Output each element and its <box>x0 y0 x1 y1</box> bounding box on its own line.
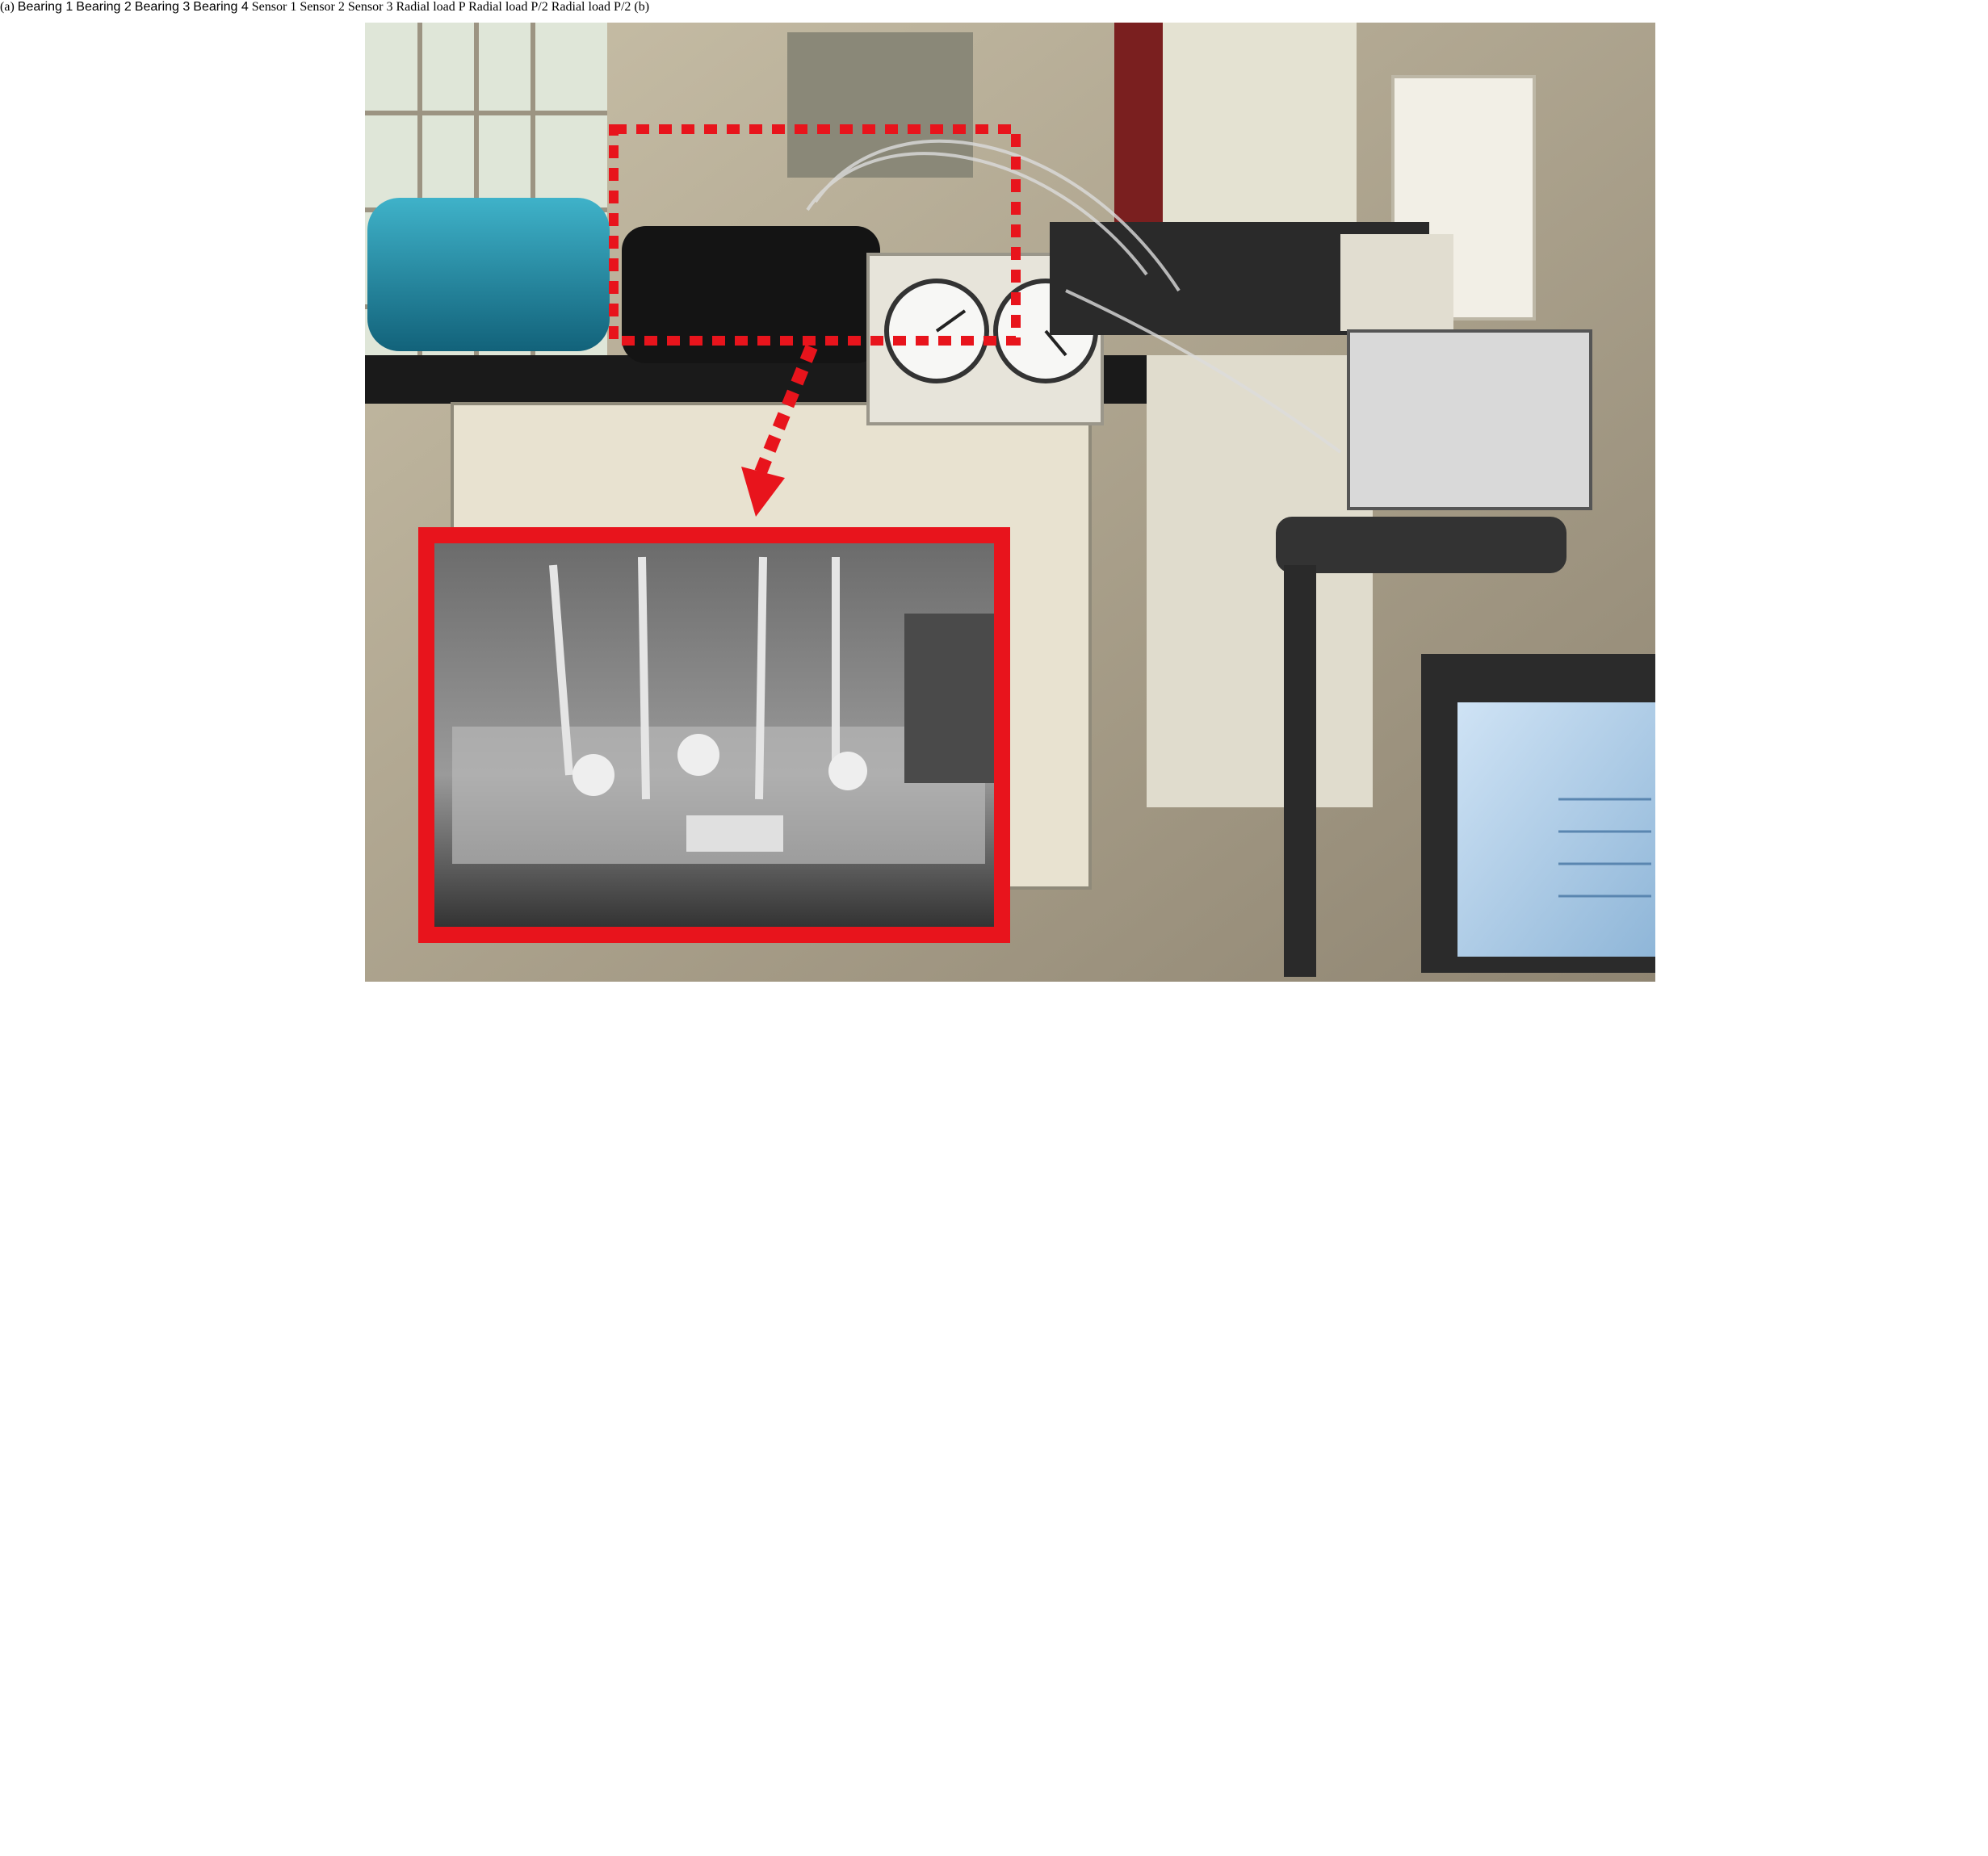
label-radial-load-left: Radial load P/2 <box>468 0 548 14</box>
black-cylinder <box>622 226 880 363</box>
monitor-screen <box>1457 702 1655 957</box>
motor-shaft: Bearing 1 Bearing 2 Bearing 3 Bearing 4 … <box>18 0 635 14</box>
inset-closeup <box>418 527 1010 943</box>
highlight-dotted-box <box>609 124 1021 346</box>
base-plate: Bearing 1 Bearing 2 Bearing 3 Bearing 4 … <box>18 0 635 14</box>
photo-panel-a <box>365 23 1655 982</box>
callout-bearing-3: Bearing 3 <box>134 0 191 14</box>
daq-stand <box>1276 517 1566 573</box>
callout-bearing-4: Bearing 4 <box>193 0 249 14</box>
bench-right <box>1147 355 1373 807</box>
label-sensor-3: Sensor 3 <box>347 0 393 14</box>
label-sensor-1: Sensor 1 <box>251 0 297 14</box>
support-pole <box>1284 565 1316 977</box>
label-radial-load-top: Radial load P <box>396 0 466 14</box>
highlight-arrowhead <box>741 467 785 517</box>
label-radial-load-right: Radial load P/2 <box>551 0 631 14</box>
main-shaft: Bearing 1 Bearing 2 Bearing 3 Bearing 4 … <box>18 0 635 14</box>
panel-label-a: (a) <box>0 0 15 14</box>
panel-label-b: (b) <box>634 0 650 14</box>
blue-motor <box>367 198 610 351</box>
daq-box <box>1347 329 1592 510</box>
callout-bearing-2: Bearing 2 <box>76 0 132 14</box>
schematic-panel-b: Bearing 1 Bearing 2 Bearing 3 Bearing 4 … <box>18 0 635 14</box>
background-gauges <box>1340 234 1453 331</box>
label-sensor-2: Sensor 2 <box>300 0 345 14</box>
coupling-1: Bearing 1 Bearing 2 Bearing 3 Bearing 4 … <box>18 0 635 14</box>
callout-bearing-1: Bearing 1 <box>17 0 73 14</box>
